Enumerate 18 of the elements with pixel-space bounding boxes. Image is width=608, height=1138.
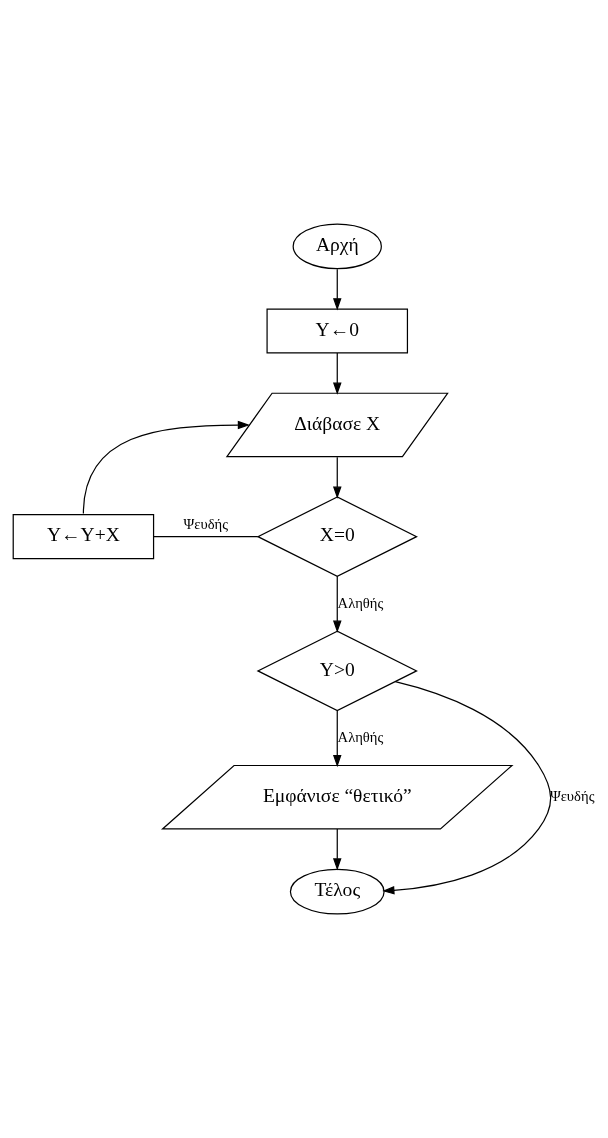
node-ellipse: Τέλος	[289, 868, 385, 915]
node-diamond: Y>0	[256, 630, 418, 712]
arrow	[332, 828, 342, 871]
arrow	[332, 456, 342, 499]
node-ellipse: Αρχή	[292, 223, 382, 270]
node-diamond: X=0	[256, 496, 418, 577]
node-box: Y←0	[266, 308, 409, 354]
arrow	[333, 710, 342, 768]
node-box: Y←Y+X	[12, 514, 155, 560]
arrow	[82, 420, 250, 515]
edge-label: Αληθής	[337, 728, 384, 745]
arrow	[332, 352, 342, 395]
edge-label: Ψευδής	[183, 515, 229, 532]
edge-label: Αληθής	[337, 594, 384, 611]
arrow	[332, 575, 342, 633]
arrow	[333, 268, 342, 311]
arrow	[382, 681, 552, 895]
connector	[153, 536, 259, 538]
